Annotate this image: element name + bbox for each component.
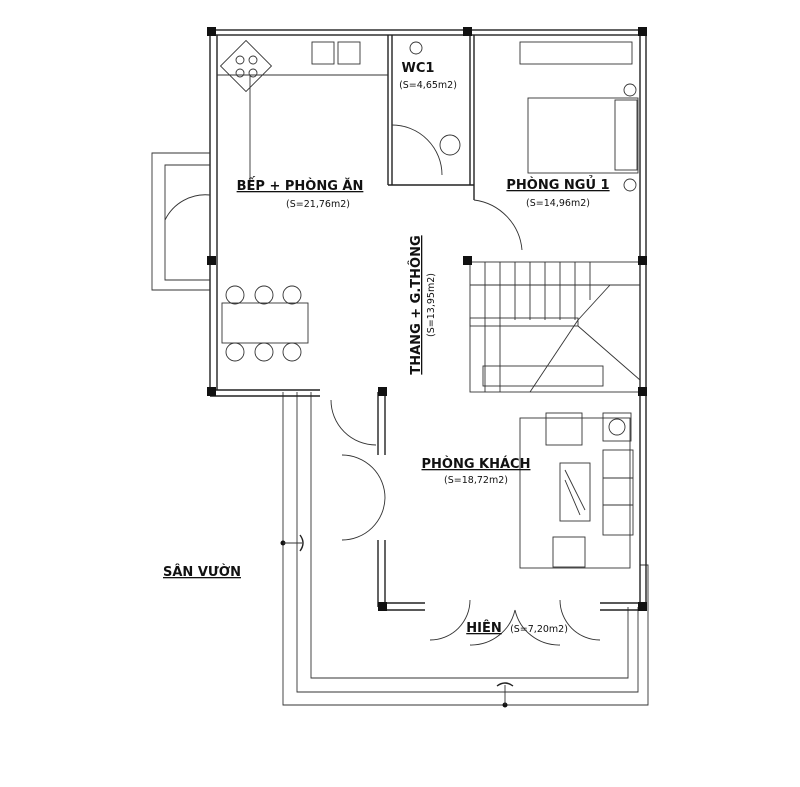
room-label-bedroom: PHÒNG NGỦ 1	[506, 176, 609, 193]
garden-boundary	[280, 392, 649, 708]
room-label-kitchen: BẾP + PHÒNG ĂN	[237, 177, 364, 194]
bed-icon	[519, 41, 639, 192]
room-area-wc: (S=4,65m2)	[399, 80, 457, 91]
room-label-porch: HIÊN	[466, 620, 501, 636]
room-area-stair: (S=13,95m2)	[426, 273, 437, 337]
dining-table-icon	[221, 285, 309, 362]
stove-icon	[219, 39, 273, 93]
structural-columns	[207, 27, 647, 611]
room-label-wc: WC1	[402, 61, 435, 76]
walls	[151, 29, 647, 646]
sofa-set-icon	[519, 412, 634, 569]
room-area-porch: (S=7,20m2)	[510, 624, 568, 635]
room-label-stair: THANG + G.THÔNG	[408, 235, 424, 374]
room-area-kitchen: (S=21,76m2)	[286, 199, 350, 210]
room-label-living: PHÒNG KHÁCH	[422, 456, 531, 472]
area-label-garden: SÂN VƯỜN	[163, 564, 241, 580]
room-area-living: (S=18,72m2)	[444, 475, 508, 486]
room-area-bedroom: (S=14,96m2)	[526, 198, 590, 209]
